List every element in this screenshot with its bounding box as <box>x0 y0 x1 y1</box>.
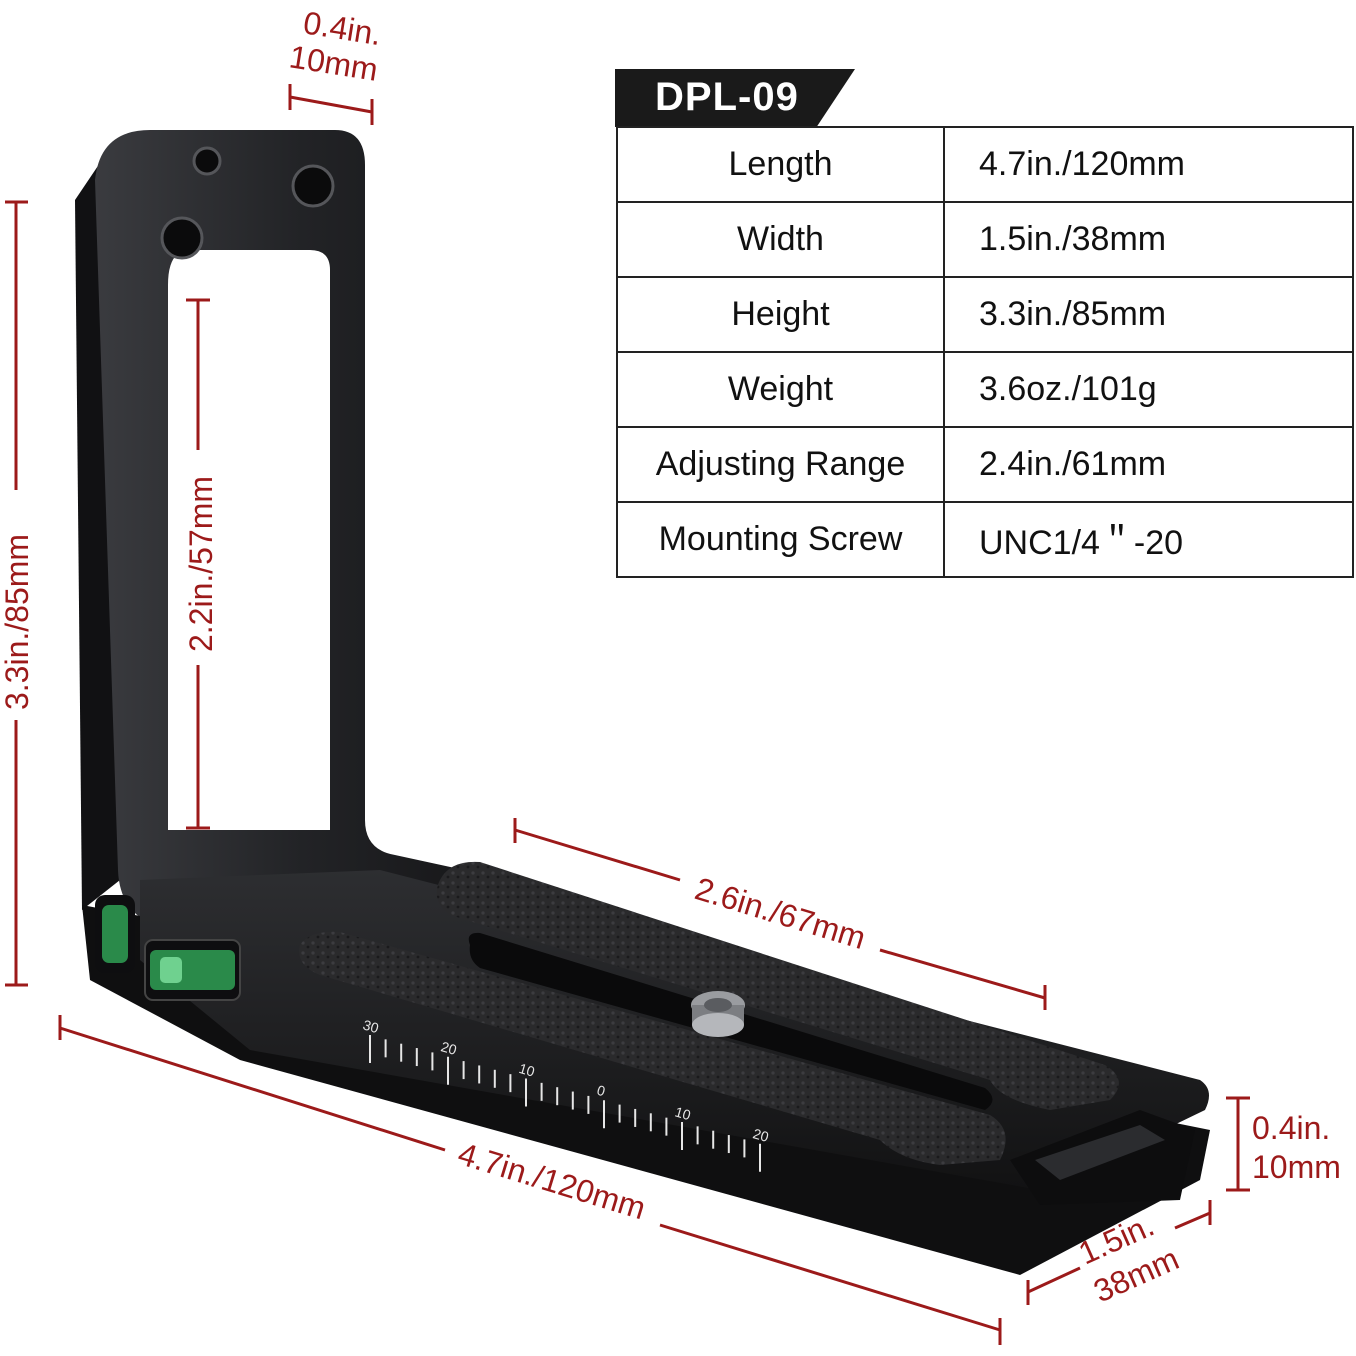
model-tag: DPL-09 <box>615 69 855 127</box>
spec-value: 3.3in./85mm <box>943 276 1354 353</box>
spec-label: Adjusting Range <box>616 426 945 503</box>
scale-label: 30 <box>361 1017 381 1037</box>
spec-label: Height <box>616 276 945 353</box>
spec-value: 1.5in./38mm <box>943 201 1354 278</box>
spec-value: 2.4in./61mm <box>943 426 1354 503</box>
scale-ticks <box>369 1035 761 1172</box>
model-name: DPL-09 <box>655 75 799 119</box>
dim-thickness-mm: 10mm <box>1252 1149 1341 1185</box>
dim-inner-height: 2.2in./57mm <box>183 476 219 652</box>
scale-label: 20 <box>751 1125 771 1145</box>
dim-length-line-right <box>659 1223 1001 1332</box>
screw-hole <box>192 146 222 176</box>
dim-width-line-right <box>1174 1211 1211 1230</box>
screw-hole <box>160 216 204 260</box>
screw-hole <box>291 164 335 208</box>
spec-label: Width <box>616 201 945 278</box>
mounting-screw <box>691 991 745 1037</box>
spec-label: Weight <box>616 351 945 428</box>
scale-label: 20 <box>439 1038 459 1058</box>
rear-slot <box>1035 1125 1165 1180</box>
scale-label: 10 <box>673 1104 693 1124</box>
bubble-level <box>95 895 241 1001</box>
spec-value: UNC1/4＂-20 <box>943 501 1354 578</box>
grip-pad-rear <box>436 861 1119 1110</box>
scale-label: 10 <box>517 1060 537 1080</box>
vertical-arm <box>95 130 510 940</box>
spec-value: 4.7in./120mm <box>943 126 1354 203</box>
dimension-lines <box>5 84 1250 1345</box>
grip-pad-front <box>299 931 1006 1165</box>
dim-length-line <box>59 1026 446 1152</box>
dim-total-height: 3.3in./85mm <box>0 534 35 710</box>
dim-thickness-in: 0.4in. <box>1252 1110 1330 1146</box>
dim-width-line <box>1027 1266 1081 1294</box>
spec-label: Mounting Screw <box>616 501 945 578</box>
spec-value: 3.6oz./101g <box>943 351 1354 428</box>
dim-adjust-range-line-right <box>879 948 1046 1000</box>
dim-top-width-line <box>289 95 373 114</box>
dim-adjust-range-line <box>514 828 681 882</box>
spec-label: Length <box>616 126 945 203</box>
